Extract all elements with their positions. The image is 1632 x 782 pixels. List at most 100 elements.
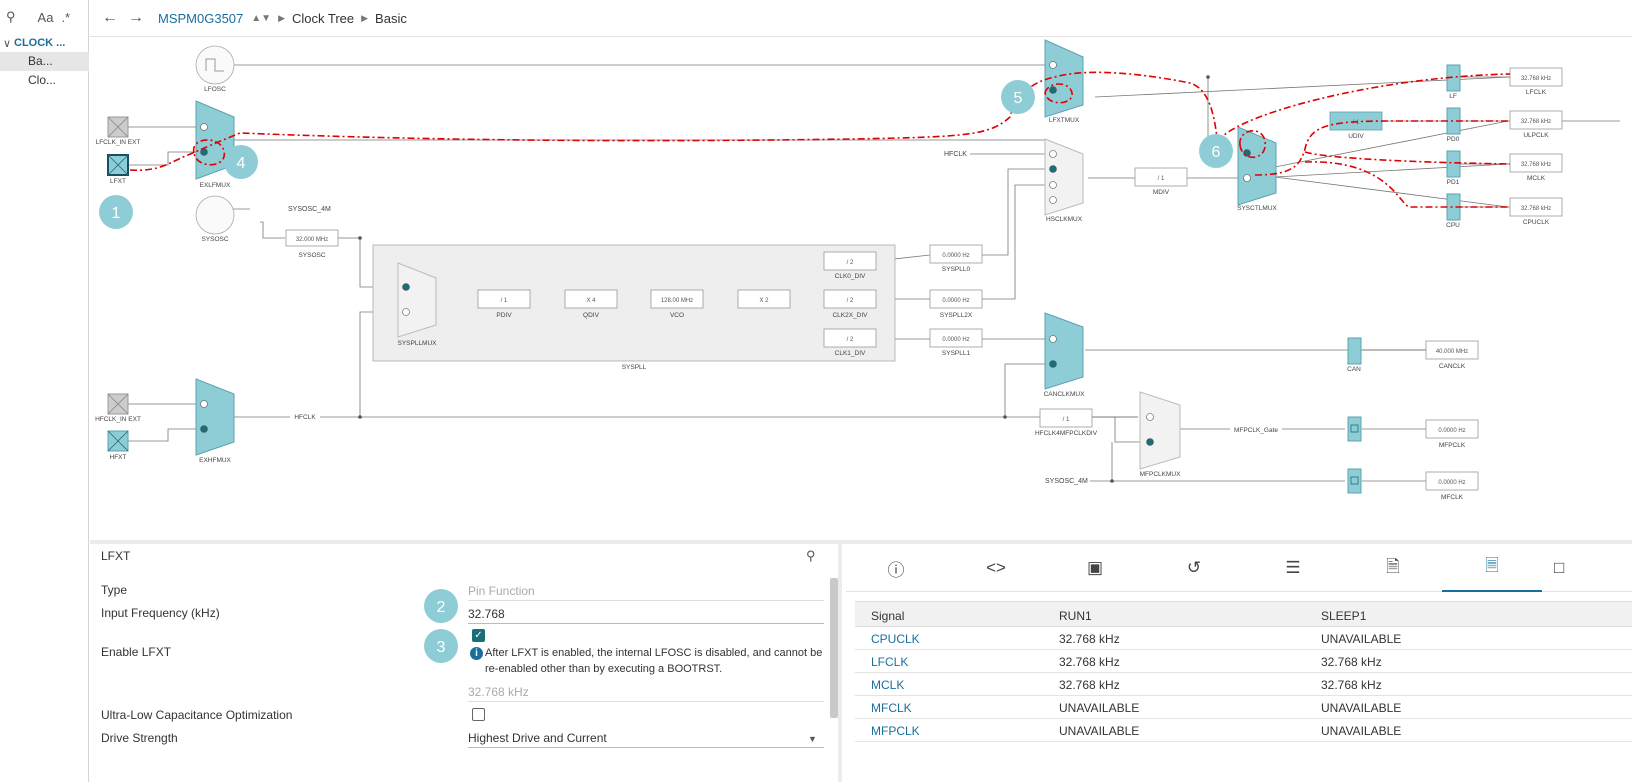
qdiv-label: QDIV [583,312,600,319]
ulc-optimization-label: Ultra-Low Capacitance Optimization [101,708,293,722]
enable-lfxt-checkbox[interactable]: ✓ [472,629,485,642]
mfclk-gate[interactable] [1347,468,1362,494]
signal-link[interactable]: LFCLK [871,655,909,669]
mdiv-select[interactable] [1134,167,1188,187]
search-icon[interactable]: ⚲ [806,548,816,563]
exhfmux[interactable] [195,378,235,456]
updown-icon[interactable]: ▲▼ [251,12,272,24]
cpuclk-output-box[interactable] [1509,197,1563,217]
x2-box[interactable] [737,289,791,309]
mfpclkmux[interactable] [1139,391,1181,470]
dropdown-caret-icon[interactable]: ▼ [808,734,817,744]
clk0-div-select[interactable] [823,251,877,271]
lfclk-output-value: 32.768 kHz [1521,76,1551,82]
left-rail: ⚲ Aa .* ∨ CLOCK ... Ba... Clo... [0,0,89,782]
code-tab-icon[interactable]: <> [986,558,1006,577]
table-row: LFCLK 32.768 kHz 32.768 kHz [855,650,1632,673]
can-gate-label: CAN [1347,366,1361,373]
can-gate[interactable] [1347,337,1362,365]
syspll0-box[interactable] [929,244,983,264]
pd1-gate[interactable] [1446,150,1461,178]
forward-arrow-icon[interactable]: → [128,9,144,26]
mclk-output-box[interactable] [1509,153,1563,173]
breadcrumb-separator-icon: ▶ [361,12,369,23]
match-case-button[interactable]: Aa [37,9,54,25]
table-row: MCLK 32.768 kHz 32.768 kHz [855,673,1632,696]
udiv-label: UDIV [1348,133,1364,140]
rail-item-clock-tree[interactable]: Clo... [28,73,57,87]
mfpclk-box[interactable] [1425,419,1479,439]
syspll0-value: 0.0000 Hz [942,253,969,259]
step-badges: 1 4 5 6 [99,80,1233,229]
hfclk4mfpclkdiv-select[interactable] [1039,408,1093,428]
clock-tree-svg[interactable]: LFOSC LFCLK_IN EXT LFXT EXLFMUX SYSOSC S… [90,37,1632,541]
drive-strength-select[interactable]: Highest Drive and Current [468,731,824,748]
input-frequency-field[interactable]: 32.768 [468,607,824,624]
badge-2-text: 2 [437,599,446,616]
lfclk-output-box[interactable] [1509,67,1563,87]
info-tab-icon[interactable]: ⓘ [887,560,905,580]
pdiv-select[interactable] [477,289,531,309]
syspll0-label: SYSPLL0 [942,266,971,273]
canclk-box[interactable] [1425,340,1479,360]
badge-3 [424,629,458,663]
clk1-div-select[interactable] [823,328,877,348]
mfclk-label: MFCLK [1441,494,1464,501]
more-tab-icon[interactable]: □ [1554,558,1565,577]
horizontal-splitter[interactable] [90,540,1632,544]
history-tab-icon[interactable]: ↺ [1186,558,1202,577]
clk2x-div-select[interactable] [823,289,877,309]
vco-box[interactable] [650,289,704,309]
file-tab-icon[interactable]: 🗏 [1442,544,1542,592]
sysctlmux[interactable] [1237,126,1277,206]
qdiv-select[interactable] [564,289,618,309]
badge-2 [424,589,458,623]
properties-title: LFXT [101,549,131,563]
rail-group-clock[interactable]: ∨ CLOCK ... [0,34,89,52]
hfclk-input-label: HFCLK [944,151,967,158]
lfxt-label: LFXT [110,178,126,185]
lf-gate-label: LF [1449,93,1457,100]
chevron-down-icon[interactable]: ∨ [2,37,12,50]
sysosc-freq-box[interactable] [285,229,339,247]
regex-icon[interactable]: .* [61,9,71,25]
pd0-gate-label: PD0 [1447,136,1460,143]
syspll-label: SYSPLL [622,364,647,371]
mfpclkmux-label: MFPCLKMUX [1140,471,1181,478]
sysctlmux-label: SYSCTLMUX [1237,205,1277,212]
badge-6 [1199,134,1233,168]
signal-link[interactable]: MCLK [871,678,905,692]
search-icon[interactable]: ⚲ [6,9,16,24]
syspll2x-box[interactable] [929,289,983,309]
mdiv-label: MDIV [1153,189,1170,196]
ulpclk-output-box[interactable] [1509,110,1563,130]
breadcrumb-basic[interactable]: Basic [375,10,407,26]
run1-value: 32.768 kHz [1059,655,1120,669]
breadcrumb-clock-tree[interactable]: Clock Tree [291,10,355,26]
file-check-tab-icon[interactable]: 🗎 [1386,556,1400,576]
signal-link[interactable]: MFPCLK [871,724,920,738]
panel-tabs: ⓘ <> ▣ ↺ ☰ 🗎 🗏 □ [846,544,1632,592]
ulc-optimization-checkbox[interactable] [472,708,485,721]
syspll2x-value: 0.0000 Hz [942,298,969,304]
hsclkmux[interactable] [1044,138,1084,216]
properties-scrollbar[interactable] [830,578,838,718]
mfclk-box[interactable] [1425,471,1479,491]
sliders-tab-icon[interactable]: ☰ [1285,558,1301,577]
clock-tree-diagram[interactable]: LFOSC LFCLK_IN EXT LFXT EXLFMUX SYSOSC S… [90,36,1632,540]
sysosc-icon[interactable] [195,195,235,235]
syspll1-value: 0.0000 Hz [942,337,969,343]
sleep1-value: UNAVAILABLE [1321,724,1402,738]
signal-link[interactable]: CPUCLK [871,632,920,646]
canclkmux[interactable] [1044,312,1084,390]
back-arrow-icon[interactable]: ← [102,9,118,26]
udiv-value: / 1 [1353,120,1360,126]
device-selector[interactable]: MSPM0G3507 [158,10,244,26]
syspllmux[interactable] [397,262,437,338]
syspll1-box[interactable] [929,328,983,348]
signal-link[interactable]: MFCLK [871,701,912,715]
chip-tab-icon[interactable]: ▣ [1086,558,1104,577]
mfpclk-gate[interactable] [1347,416,1362,442]
rail-item-basic[interactable]: Ba... [0,52,89,71]
syspllmux-label: SYSPLLMUX [397,340,437,347]
